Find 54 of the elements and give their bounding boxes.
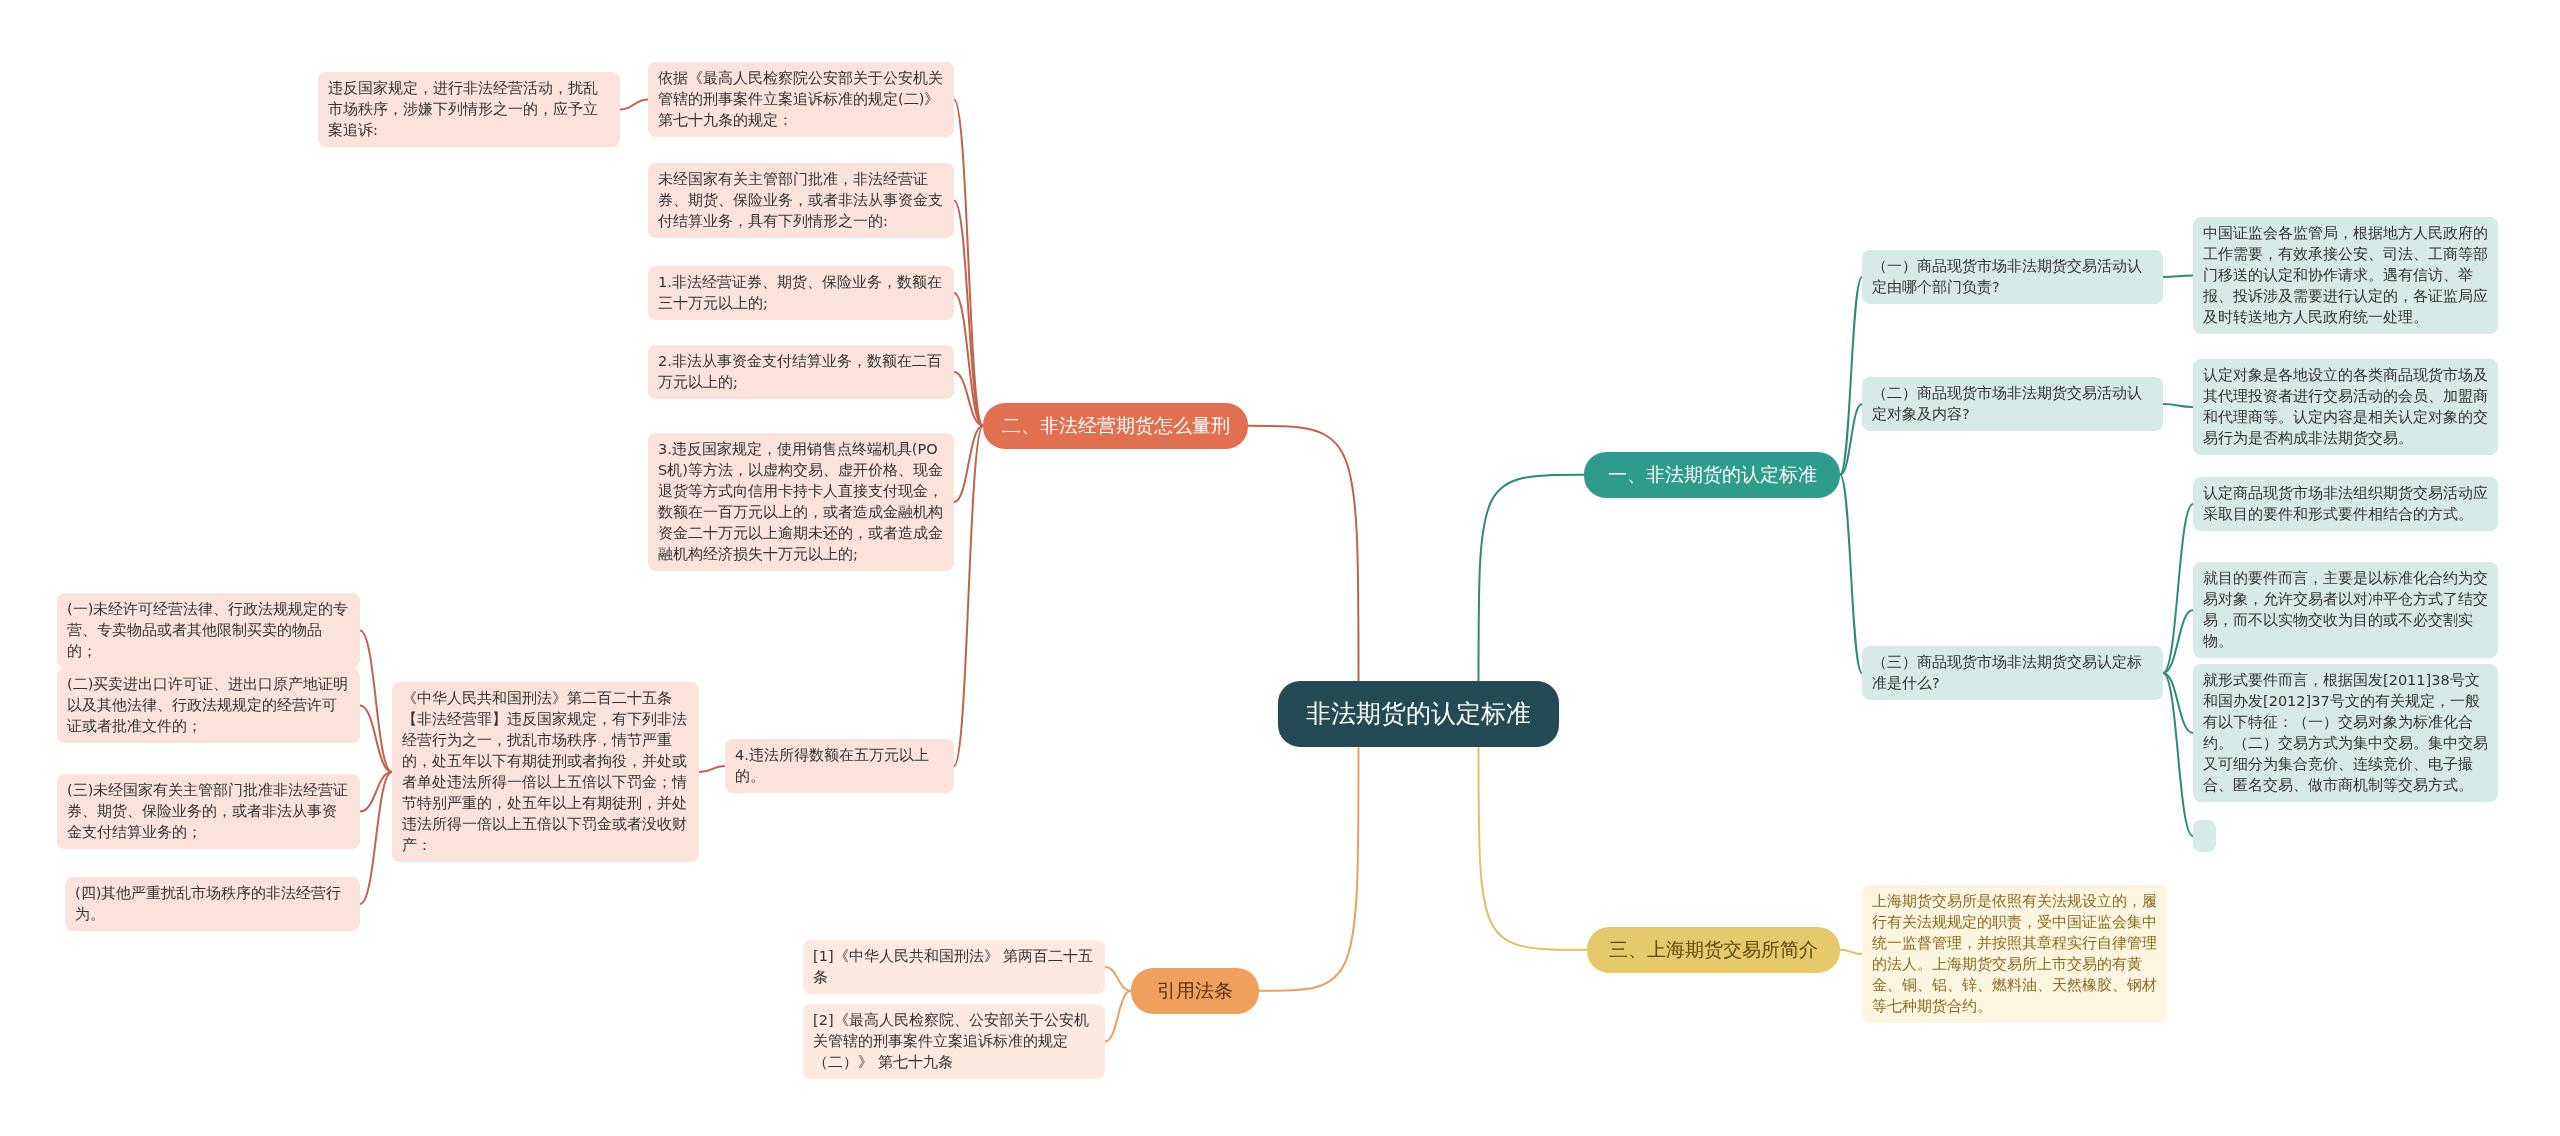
text-box: (四)其他严重扰乱市场秩序的非法经营行为。 — [65, 877, 360, 932]
text-box: 《中华人民共和国刑法》第二百二十五条【非法经营罪】违反国家规定，有下列非法经营行为之一，扰乱市场秩序，情节严重的，处五年以下有期徒刑或者拘役，并处或者单处违法所得一倍以上五倍以下罚金；情节特别严重的，处五年以上有期徒刑，并处违法所得一倍以上五倍以下罚金或者没收财产： — [392, 682, 699, 863]
connector-line — [698, 765, 726, 774]
connector-line — [1477, 473, 1585, 682]
answer-box: 中国证监会各监管局，根据地方人民政府的工作需要，有效承接公安、司法、工商等部门移送的认定和协作请求。遇有信访、举报、投诉涉及需要进行认定的，各证监局应及时转送地方人民政府统一处理。 — [2193, 217, 2498, 335]
connector-line — [1839, 276, 1863, 476]
text-box: 依据《最高人民检察院公安部关于公安机关管辖的刑事案件立案追诉标准的规定(二)》第七十九条的规定： — [648, 62, 954, 138]
question-box: （三）商品现货市场非法期货交易认定标准是什么? — [1862, 646, 2163, 701]
answer-box: 认定对象是各地设立的各类商品现货市场及其代理投资者进行交易活动的会员、加盟商和代理商等。认定内容是相关认定对象的交易行为是否构成非法期货交易。 — [2193, 359, 2498, 456]
text-box: (二)买卖进出口许可证、进出口原产地证明以及其他法律、行政法规规定的经营许可证或者批准文件的； — [57, 668, 360, 744]
text-box: (三)未经国家有关主管部门批准非法经营证券、期货、保险业务的，或者非法从事资金支付结算业务的； — [57, 774, 360, 850]
connector-line — [2162, 274, 2194, 278]
connector-line — [1247, 424, 1360, 682]
connector-line — [1258, 746, 1360, 992]
text-box: (一)未经许可经营法律、行政法规规定的专营、专卖物品或者其他限制买卖的物品的； — [57, 593, 360, 669]
text-box: 上海期货交易所是依照有关法规设立的，履行有关法规规定的职责，受中国证监会集中统一监督管理，并按照其章程实行自律管理的法人。上海期货交易所上市交易的有黄金、铜、铝、锌、燃料油、天然橡胶、钢材等七种期货合约。 — [1862, 885, 2167, 1024]
connector-line — [953, 199, 984, 427]
branch-topic: 引用法条 — [1131, 968, 1259, 1014]
connector-line — [359, 629, 393, 774]
text-box: 2.非法从事资金支付结算业务，数额在二百万元以上的; — [648, 345, 954, 400]
answer-box: 认定商品现货市场非法组织期货交易活动应采取目的要件和形式要件相结合的方式。 — [2193, 477, 2498, 532]
text-box: [1]《中华人民共和国刑法》 第两百二十五条 — [803, 940, 1105, 995]
branch-topic: 二、非法经营期货怎么量刑 — [983, 403, 1248, 449]
connector-line — [359, 704, 393, 774]
connector-line — [1477, 746, 1588, 951]
connector-line — [359, 771, 393, 905]
connector-line — [953, 371, 984, 427]
connector-line — [1839, 948, 1863, 956]
connector-line — [2162, 403, 2194, 409]
connector-line — [619, 98, 649, 111]
connector-line — [2162, 503, 2194, 674]
connector-line — [1104, 966, 1132, 992]
connector-line — [2162, 672, 2194, 837]
question-box: （二）商品现货市场非法期货交易活动认定对象及内容? — [1862, 377, 2163, 432]
text-box: [2]《最高人民检察院、公安部关于公安机关管辖的刑事案件立案追诉标准的规定（二）》 第七十九条 — [803, 1004, 1105, 1080]
text-box: 未经国家有关主管部门批准，非法经营证券、期货、保险业务，或者非法从事资金支付结算业务，具有下列情形之一的: — [648, 163, 954, 239]
connector-line — [359, 771, 393, 813]
connector-line — [1839, 473, 1863, 674]
connector-line — [1104, 989, 1132, 1043]
branch-topic: 一、非法期货的认定标准 — [1584, 452, 1840, 498]
text-box: 3.违反国家规定，使用销售点终端机具(POS机)等方法，以虚构交易、虚开价格、现金退货等方式向信用卡持卡人直接支付现金，数额在一百万元以上的，或者造成金融机构资金二十万元以上逾期未还的，或者造成金融机构经济损失十万元以上的; — [648, 433, 954, 572]
text-box: 1.非法经营证券、期货、保险业务，数额在三十万元以上的; — [648, 266, 954, 321]
text-box: 4.违法所得数额在五万元以上的。 — [725, 739, 954, 794]
connector-line — [1839, 403, 1863, 476]
question-box: （一）商品现货市场非法期货交易活动认定由哪个部门负责? — [1862, 250, 2163, 305]
answer-box: 就目的要件而言，主要是以标准化合约为交易对象，允许交易者以对冲平仓方式了结交易，而不以实物交收为目的或不必交割实物。 — [2193, 562, 2498, 659]
central-topic: 非法期货的认定标准 — [1278, 681, 1559, 748]
empty-box — [2193, 820, 2216, 852]
answer-box: 就形式要件而言，根据国发[2011]38号文和国办发[2012]37号文的有关规定，一般有以下特征：（一）交易对象为标准化合约。（二）交易方式为集中交易。集中交易又可细分为集合竞价、连续竞价、电子撮合、匿名交易、做市商机制等交易方式。 — [2193, 664, 2498, 803]
connector-line — [953, 424, 984, 767]
connector-line — [953, 424, 984, 504]
text-box: 违反国家规定，进行非法经营活动，扰乱市场秩序，涉嫌下列情形之一的，应予立案追诉: — [318, 72, 620, 148]
connector-line — [2162, 609, 2194, 674]
branch-topic: 三、上海期货交易所简介 — [1587, 927, 1840, 973]
